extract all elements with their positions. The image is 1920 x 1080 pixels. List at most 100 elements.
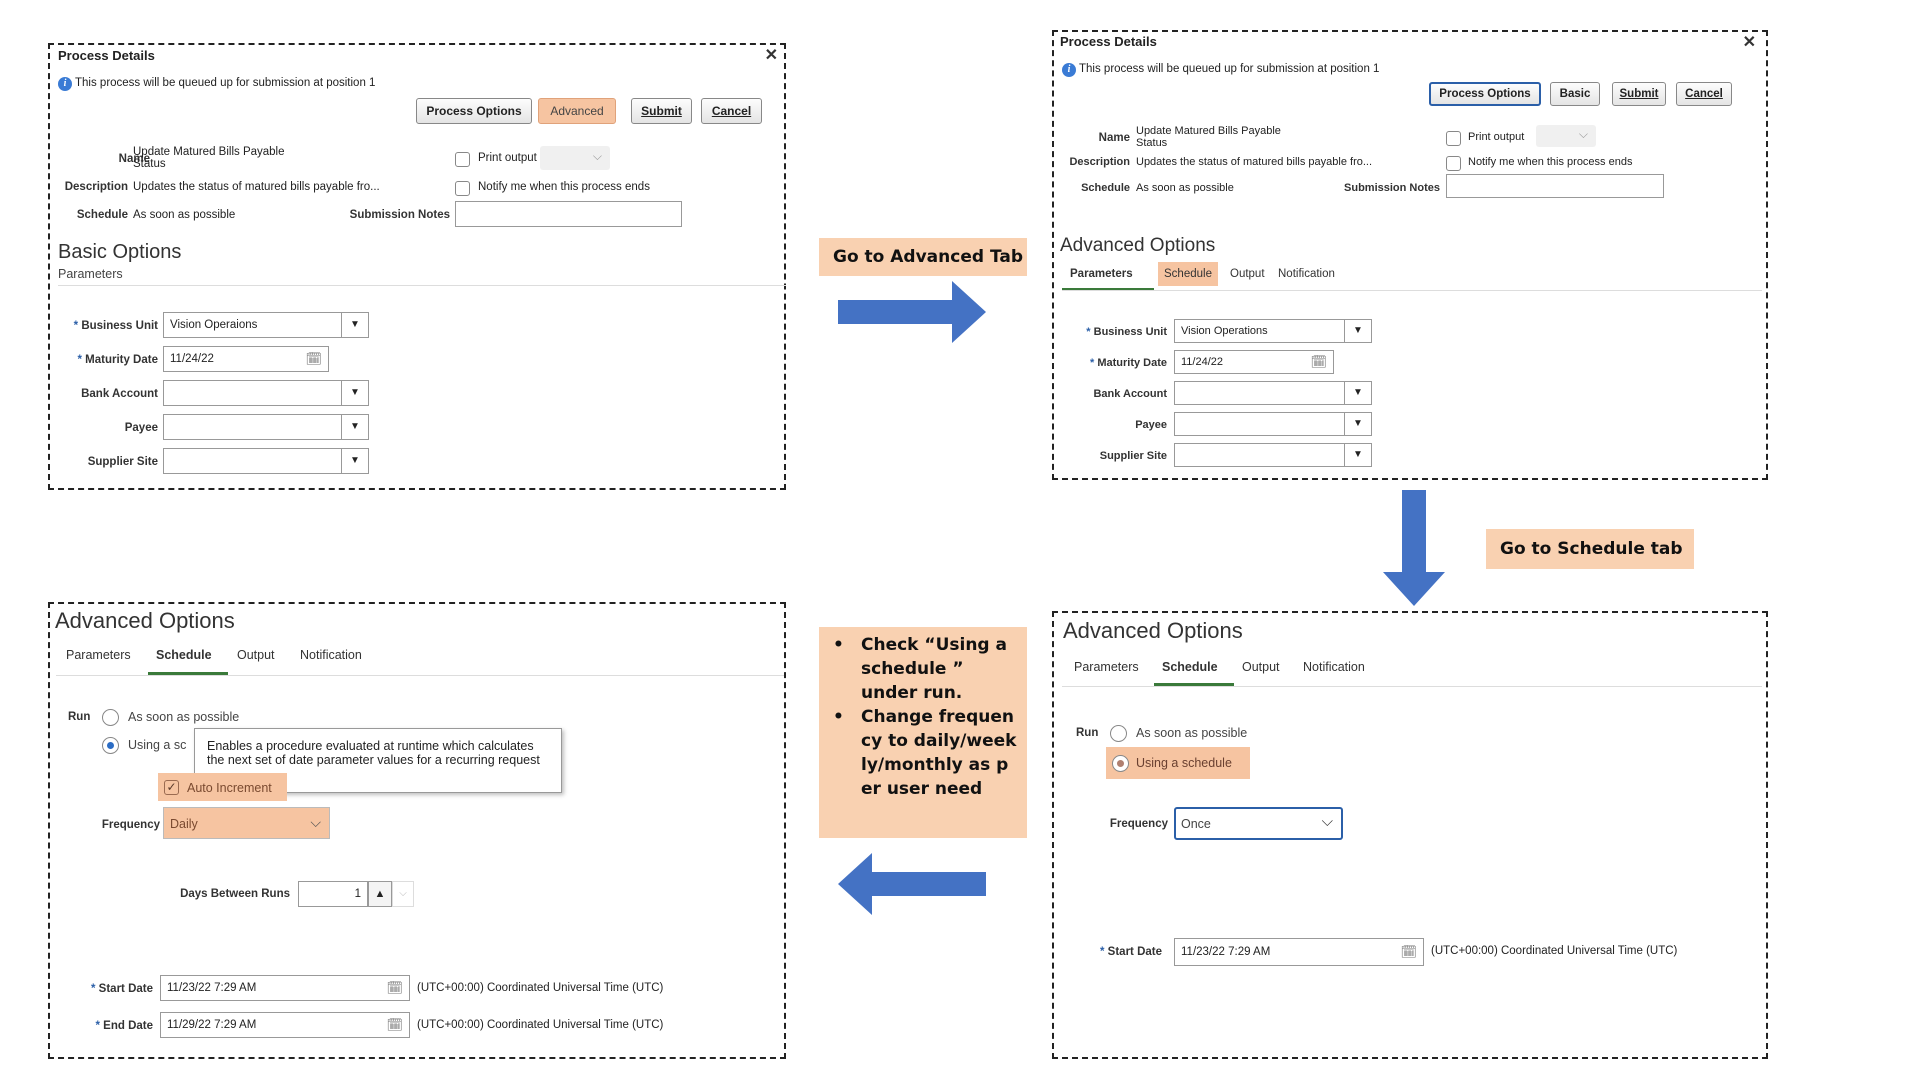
end-timezone: (UTC+00:00) Coordinated Universal Time (…: [417, 1019, 664, 1031]
tab-notification[interactable]: Notification: [1278, 268, 1335, 280]
payee-label: Payee: [124, 422, 158, 434]
print-output-checkbox[interactable]: [1446, 131, 1461, 146]
tab-parameters[interactable]: Parameters: [66, 648, 131, 662]
notify-label: Notify me when this process ends: [1468, 156, 1633, 168]
frequency-select[interactable]: Daily ⌵: [163, 807, 330, 839]
increment-icon[interactable]: ▲: [368, 881, 392, 907]
bank-account-select[interactable]: ▼: [163, 380, 369, 406]
tab-output[interactable]: Output: [237, 648, 275, 662]
dropdown-arrow-icon[interactable]: ▼: [341, 313, 368, 337]
using-schedule-radio[interactable]: [1112, 755, 1129, 772]
close-icon[interactable]: ✕: [764, 47, 778, 64]
calendar-icon[interactable]: 🗓: [1400, 944, 1417, 959]
dropdown-arrow-icon[interactable]: ▼: [1344, 320, 1371, 342]
tab-parameters[interactable]: Parameters: [1070, 268, 1133, 280]
dropdown-arrow-icon[interactable]: ▼: [1344, 413, 1371, 435]
print-output-label: Print output: [1468, 131, 1525, 143]
active-tab-indicator: [148, 672, 228, 675]
business-unit-label: * Business Unit: [73, 320, 158, 332]
start-timezone: (UTC+00:00) Coordinated Universal Time (…: [1431, 945, 1678, 957]
business-unit-select[interactable]: Vision Operaions ▼: [163, 312, 369, 338]
tab-schedule[interactable]: Schedule: [1162, 660, 1218, 674]
as-soon-radio[interactable]: [1110, 725, 1127, 742]
business-unit-value: Vision Operations: [1181, 325, 1268, 337]
dropdown-arrow-icon[interactable]: ▼: [1344, 382, 1371, 404]
process-details-basic-panel: Process Details ✕ i This process will be…: [48, 43, 786, 490]
advanced-options-title: Advanced Options: [1063, 618, 1243, 643]
submit-button[interactable]: Submit: [1612, 82, 1666, 106]
divider: [1062, 686, 1762, 687]
auto-increment-label: Auto Increment: [187, 781, 272, 795]
submit-button[interactable]: Submit: [631, 98, 692, 124]
business-unit-label-text: Business Unit: [81, 320, 158, 332]
process-options-button[interactable]: Process Options: [416, 98, 532, 124]
info-icon: i: [58, 77, 72, 91]
using-schedule-highlight: [1106, 747, 1250, 779]
payee-select[interactable]: ▼: [1174, 412, 1372, 436]
queue-message-text: This process will be queued up for submi…: [1079, 63, 1380, 75]
calendar-icon[interactable]: 🗓: [305, 351, 322, 366]
maturity-date-label: * Maturity Date: [1089, 357, 1167, 369]
start-date-input[interactable]: 11/23/22 7:29 AM 🗓: [1174, 938, 1424, 966]
print-output-checkbox[interactable]: [455, 152, 470, 167]
active-tab-indicator: [1154, 683, 1234, 686]
auto-increment-checkbox[interactable]: ✓: [164, 780, 179, 795]
tab-schedule[interactable]: Schedule: [156, 648, 212, 662]
cancel-button[interactable]: Cancel: [701, 98, 762, 124]
calendar-icon[interactable]: 🗓: [386, 980, 403, 995]
dropdown-arrow-icon[interactable]: ▼: [341, 449, 368, 473]
description-value: Updates the status of matured bills paya…: [1136, 156, 1373, 168]
close-icon[interactable]: ✕: [1742, 34, 1756, 51]
calendar-icon[interactable]: 🗓: [1310, 354, 1327, 369]
name-value: Update Matured Bills Payable Status: [133, 146, 285, 170]
business-unit-label-text: Business Unit: [1093, 326, 1167, 338]
decrement-icon[interactable]: ⌵: [392, 881, 414, 907]
advanced-options-title: Advanced Options: [55, 608, 235, 633]
tab-output[interactable]: Output: [1230, 268, 1265, 280]
as-soon-radio[interactable]: [102, 709, 119, 726]
start-date-input[interactable]: 11/23/22 7:29 AM 🗓: [160, 975, 410, 1001]
notify-checkbox[interactable]: [455, 181, 470, 196]
start-date-value: 11/23/22 7:29 AM: [167, 982, 257, 994]
schedule-label: Schedule: [1081, 182, 1130, 194]
print-output-select[interactable]: ⌵: [540, 146, 610, 170]
schedule-label: Schedule: [76, 209, 128, 221]
using-schedule-radio[interactable]: [102, 737, 119, 754]
cancel-button[interactable]: Cancel: [1676, 82, 1732, 106]
tab-parameters[interactable]: Parameters: [1074, 660, 1139, 674]
divider: [58, 285, 786, 286]
dropdown-arrow-icon[interactable]: ▼: [341, 415, 368, 439]
maturity-date-input[interactable]: 11/24/22 🗓: [163, 346, 329, 372]
tab-notification[interactable]: Notification: [300, 648, 362, 662]
submission-notes-input[interactable]: [1446, 174, 1664, 198]
business-unit-select[interactable]: Vision Operations ▼: [1174, 319, 1372, 343]
bank-account-select[interactable]: ▼: [1174, 381, 1372, 405]
chevron-down-icon: ⌵: [1321, 813, 1333, 830]
calendar-icon[interactable]: 🗓: [386, 1017, 403, 1032]
frequency-select[interactable]: Once ⌵: [1174, 807, 1343, 840]
supplier-site-select[interactable]: ▼: [1174, 443, 1372, 467]
using-schedule-label: Using a schedule: [1136, 756, 1232, 770]
chevron-down-icon: ⌵: [1578, 127, 1588, 141]
tab-notification[interactable]: Notification: [1303, 660, 1365, 674]
callout-go-to-advanced: Go to Advanced Tab: [819, 238, 1027, 276]
dropdown-arrow-icon[interactable]: ▼: [1344, 444, 1371, 466]
tab-output[interactable]: Output: [1242, 660, 1280, 674]
submission-notes-input[interactable]: [455, 201, 682, 227]
dropdown-arrow-icon[interactable]: ▼: [341, 381, 368, 405]
process-options-button[interactable]: Process Options: [1429, 82, 1541, 106]
process-details-advanced-panel: Process Details ✕ i This process will be…: [1052, 30, 1768, 480]
basic-button[interactable]: Basic: [1550, 82, 1600, 106]
active-tab-indicator: [1062, 288, 1154, 291]
print-output-select[interactable]: ⌵: [1536, 125, 1596, 147]
advanced-button[interactable]: Advanced: [538, 98, 616, 124]
maturity-date-label-text: Maturity Date: [85, 354, 158, 366]
days-between-input[interactable]: 1: [298, 881, 368, 907]
name-value-line1: Update Matured Bills Payable: [133, 146, 285, 158]
end-date-input[interactable]: 11/29/22 7:29 AM 🗓: [160, 1012, 410, 1038]
tab-schedule[interactable]: Schedule: [1158, 262, 1218, 286]
supplier-site-select[interactable]: ▼: [163, 448, 369, 474]
payee-select[interactable]: ▼: [163, 414, 369, 440]
notify-checkbox[interactable]: [1446, 156, 1461, 171]
maturity-date-input[interactable]: 11/24/22 🗓: [1174, 350, 1334, 374]
